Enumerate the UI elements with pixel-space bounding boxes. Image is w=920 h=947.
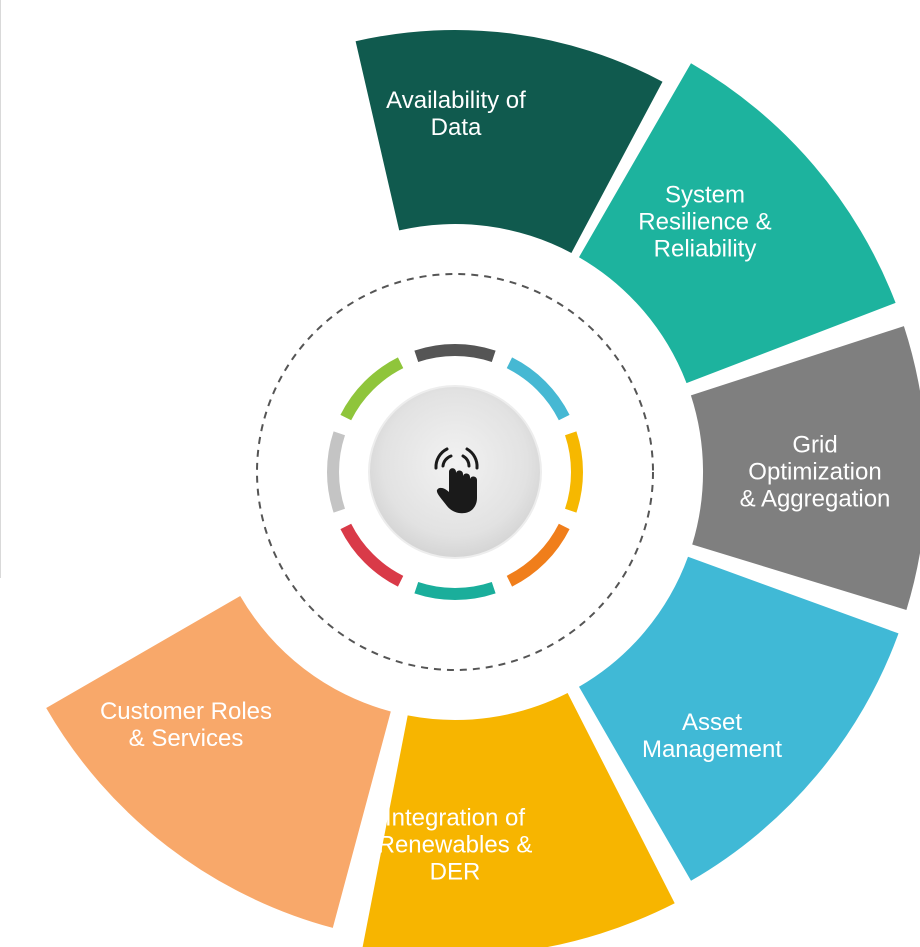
segment-label-customer-roles: Customer Roles& Services <box>100 698 272 752</box>
left-divider <box>0 0 1 578</box>
hub-ring-arc <box>564 431 583 513</box>
segment-label-line: Customer Roles <box>99 698 273 725</box>
segment-label-line: & Aggregation <box>739 485 891 513</box>
segment-availability-of-data[interactable] <box>355 29 663 253</box>
hub-ring-arc <box>340 523 404 587</box>
segment-label-line: System <box>664 181 745 209</box>
segment-label-line: Management <box>641 736 783 763</box>
segment-label-line: Optimization <box>748 458 882 486</box>
segment-label-line: DER <box>429 858 481 886</box>
segment-grid-optimization[interactable] <box>690 326 920 610</box>
segment-customer-roles[interactable] <box>46 596 391 928</box>
segment-label-line: Integration of <box>384 804 526 832</box>
segment-label-line: Renewables & <box>377 831 533 859</box>
hub-ring-arc <box>506 523 570 587</box>
hub-ring-arc <box>506 357 570 421</box>
segment-label-line: & Services <box>128 725 244 752</box>
segment-asset-management[interactable] <box>579 556 899 881</box>
segment-system-resilience[interactable] <box>579 63 896 384</box>
dashed-ring <box>256 273 654 671</box>
segment-label-line: Resilience & <box>638 208 772 236</box>
hub-ring-arc <box>414 581 496 600</box>
hub-ring-arc <box>327 431 346 513</box>
segment-label-line: Availability of <box>386 87 526 114</box>
hub-ring-arc <box>340 357 404 421</box>
segment-label-line: Asset <box>681 709 743 736</box>
hub-ring-arc <box>414 344 496 363</box>
segment-label-line: Data <box>430 114 482 141</box>
segment-integration-of-renewables[interactable] <box>362 693 675 947</box>
touch-hand-icon <box>434 447 479 514</box>
segment-label-line: Reliability <box>653 235 757 263</box>
segment-label-line: Grid <box>792 431 838 459</box>
